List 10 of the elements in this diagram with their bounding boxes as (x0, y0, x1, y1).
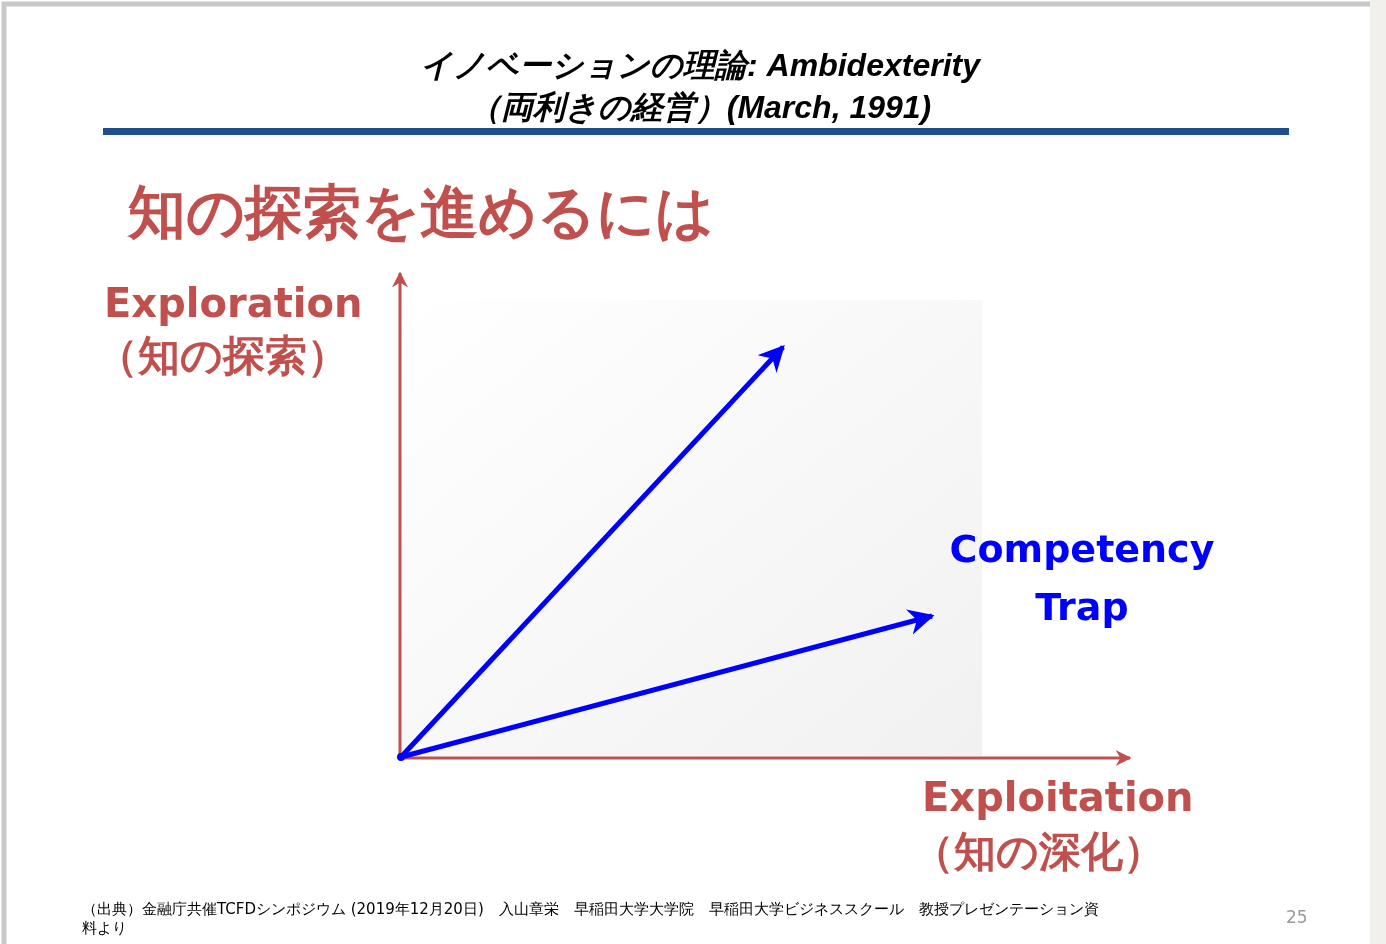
axis-label: （知の深化） (912, 826, 1165, 878)
annotation-label: Competency Trap (948, 526, 1216, 631)
axis-label: Exploitation (922, 773, 1194, 822)
page-number: 25 (1286, 907, 1308, 929)
axis-label: Exploration (104, 279, 363, 328)
source-note: （出典）金融庁共催TCFDシンポジウム (2019年12月20日) 入山章栄 早稲田大学大学院 早稲田大学ビジネススクール 教授プレゼンテーション資料より (82, 900, 1100, 938)
origin-point (397, 753, 405, 761)
axis-label: （知の探索） (96, 330, 349, 382)
slide-title: イノベーションの理論: Ambidexterity（両利きの経営）(March, 1991) (419, 46, 982, 127)
heading: 知の探索を進めるには (128, 177, 714, 248)
